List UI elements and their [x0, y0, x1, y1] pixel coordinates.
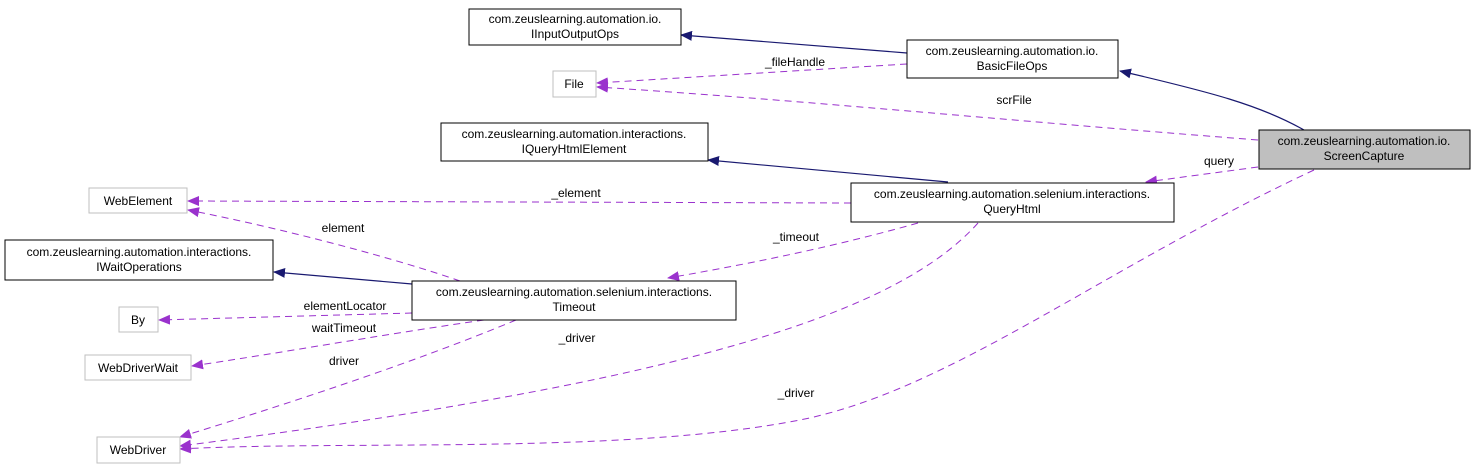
edge-label-query: query — [1204, 154, 1234, 168]
node-iqueryhtmlelement-line1: com.zeuslearning.automation.interactions… — [462, 127, 687, 141]
node-webelement-line1: WebElement — [104, 194, 173, 208]
node-iwaitoperations-line1: com.zeuslearning.automation.interactions… — [27, 245, 252, 259]
edge-scrfile — [596, 82, 1259, 141]
node-basicfileops-line1: com.zeuslearning.automation.io. — [926, 44, 1099, 58]
node-by-line1: By — [131, 313, 145, 327]
node-queryhtml[interactable]: com.zeuslearning.automation.selenium.int… — [850, 182, 1175, 223]
edge-query — [1145, 166, 1259, 186]
edge-screencapture-inherits-basicfileops — [1119, 68, 1305, 131]
node-iinputoutputops-line2: IInputOutputOps — [531, 27, 619, 41]
edge-label-filehandle: _fileHandle — [764, 55, 825, 69]
edge-label-timeout: _timeout — [772, 230, 820, 244]
node-queryhtml-line1: com.zeuslearning.automation.selenium.int… — [874, 187, 1150, 201]
node-file[interactable]: File — [552, 70, 597, 98]
node-screencapture[interactable]: com.zeuslearning.automation.io. ScreenCa… — [1258, 129, 1471, 170]
node-iqueryhtmlelement[interactable]: com.zeuslearning.automation.interactions… — [440, 122, 709, 162]
node-iwaitoperations-line2: IWaitOperations — [96, 260, 182, 274]
node-iwaitoperations[interactable]: com.zeuslearning.automation.interactions… — [4, 239, 274, 281]
edge-label-driver-screencapture: _driver — [777, 386, 815, 400]
edge-label-elementlocator: elementLocator — [304, 299, 387, 313]
node-webelement[interactable]: WebElement — [88, 187, 188, 214]
edge-timeout-inherits-iwaitoperations — [273, 267, 413, 285]
edge-filehandle — [596, 63, 908, 88]
node-queryhtml-line2: QueryHtml — [983, 202, 1040, 216]
node-iinputoutputops-line1: com.zeuslearning.automation.io. — [489, 12, 662, 26]
edge-driver-from-timeout — [179, 319, 517, 439]
node-timeout-line1: com.zeuslearning.automation.selenium.int… — [436, 285, 712, 299]
node-basicfileops-line2: BasicFileOps — [977, 59, 1048, 73]
edge-element-from-queryhtml — [187, 196, 852, 207]
edge-label-waittimeout: waitTimeout — [311, 321, 377, 335]
edge-label-driver-timeout: driver — [329, 354, 359, 368]
node-file-line1: File — [564, 77, 584, 91]
node-webdriver[interactable]: WebDriver — [96, 436, 181, 464]
node-iqueryhtmlelement-line2: IQueryHtmlElement — [522, 142, 627, 156]
edge-basicfileops-inherits-iinputoutputops — [680, 30, 908, 54]
edge-waittimeout — [191, 319, 485, 370]
edge-label-element-timeout: element — [322, 221, 365, 235]
node-screencapture-line1: com.zeuslearning.automation.io. — [1278, 134, 1451, 148]
node-webdriverwait[interactable]: WebDriverWait — [84, 354, 192, 381]
node-webdriver-line1: WebDriver — [110, 443, 166, 457]
node-basicfileops[interactable]: com.zeuslearning.automation.io. BasicFil… — [906, 39, 1119, 79]
edge-queryhtml-inherits-iqueryhtmlelement — [707, 156, 949, 183]
node-webdriverwait-line1: WebDriverWait — [98, 361, 179, 375]
edge-timeout — [667, 222, 919, 282]
edge-label-element-queryhtml: _element — [550, 186, 601, 200]
node-screencapture-line2: ScreenCapture — [1324, 149, 1405, 163]
node-iinputoutputops[interactable]: com.zeuslearning.automation.io. IInputOu… — [468, 8, 682, 46]
edge-label-driver-queryhtml: _driver — [558, 331, 596, 345]
edge-element-from-timeout — [187, 207, 461, 282]
edge-elementlocator — [158, 312, 413, 325]
node-by[interactable]: By — [118, 306, 159, 333]
node-timeout-line2: Timeout — [553, 300, 597, 314]
node-timeout[interactable]: com.zeuslearning.automation.selenium.int… — [411, 280, 737, 321]
edge-driver-from-queryhtml — [179, 222, 979, 450]
edge-label-scrfile: scrFile — [996, 93, 1032, 107]
